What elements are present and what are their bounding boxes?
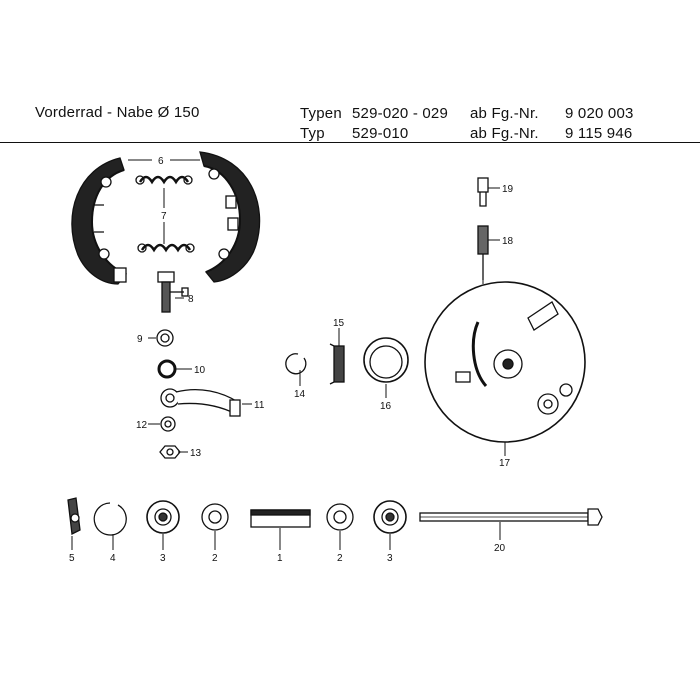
part-label-12: 12 [136,420,148,431]
part-label-10: 10 [194,365,206,376]
part-label-11: 11 [254,400,265,411]
part-label-6: 6 [158,156,164,167]
hub-tube-1 [250,509,311,528]
brake-shoe-left [71,157,128,285]
frame-number-label: ab Fg.-Nr. [470,125,539,142]
diagram-title: Vorderrad - Nabe Ø 150 [35,104,200,121]
washer-12 [160,416,176,432]
circlip-14 [285,353,307,375]
part-label-13: 13 [190,448,202,459]
spring-clip-15 [329,343,345,385]
part-label-8: 8 [188,294,194,305]
return-spring-bottom [137,243,195,253]
spacer-2-right [326,503,354,531]
return-spring-top [135,175,193,185]
adjuster-sleeve-18 [477,225,489,280]
frame-number: 9 115 946 [565,125,633,142]
ring-16 [363,337,409,383]
part-label-9: 9 [137,334,143,345]
brake-cam [157,271,189,313]
speedo-drive-5 [67,497,81,535]
type-prefix: Typ [300,125,325,142]
part-label-14: 14 [294,389,306,400]
part-label-4: 4 [110,553,116,564]
brake-backing-plate [424,281,586,443]
type-prefix: Typen [300,105,342,122]
bearing-3-right [373,500,407,534]
nut-13 [159,445,181,459]
brake-lever [160,388,241,417]
frame-number-label: ab Fg.-Nr. [470,105,539,122]
type-numbers: 529-020 - 029 [352,105,449,122]
part-label-20: 20 [494,543,506,554]
part-label-7: 7 [161,211,167,222]
part-label-17: 17 [499,458,511,469]
part-label-5: 5 [69,553,75,564]
part-label-15: 15 [333,318,345,329]
brake-shoe-right [199,151,261,283]
adjuster-screw-19 [477,177,489,207]
part-label-2-left: 2 [212,553,218,564]
leader-lines [71,159,506,550]
part-label-18: 18 [502,236,514,247]
seal-ring-10 [157,359,177,379]
frame-number: 9 020 003 [565,105,634,122]
type-row-1: Typen 529-020 - 029 ab Fg.-Nr. 9 020 003 [300,104,634,124]
spacer-2-left [201,503,229,531]
part-label-1: 1 [277,553,283,564]
part-label-19: 19 [502,184,514,195]
header-divider [0,142,700,143]
part-label-3-right: 3 [387,553,393,564]
type-row-2: Typ 529-010 ab Fg.-Nr. 9 115 946 [300,124,634,144]
bearing-3-left [146,500,180,534]
type-info: Typen 529-020 - 029 ab Fg.-Nr. 9 020 003… [300,104,634,144]
part-labels: 6 7 8 9 10 11 12 13 14 15 16 17 18 19 5 … [69,156,514,564]
part-label-16: 16 [380,401,392,412]
axle-20 [419,508,603,526]
type-numbers: 529-010 [352,125,409,142]
part-label-2-right: 2 [337,553,343,564]
washer-9 [156,329,174,347]
part-label-3-left: 3 [160,553,166,564]
circlip-4 [93,502,127,536]
